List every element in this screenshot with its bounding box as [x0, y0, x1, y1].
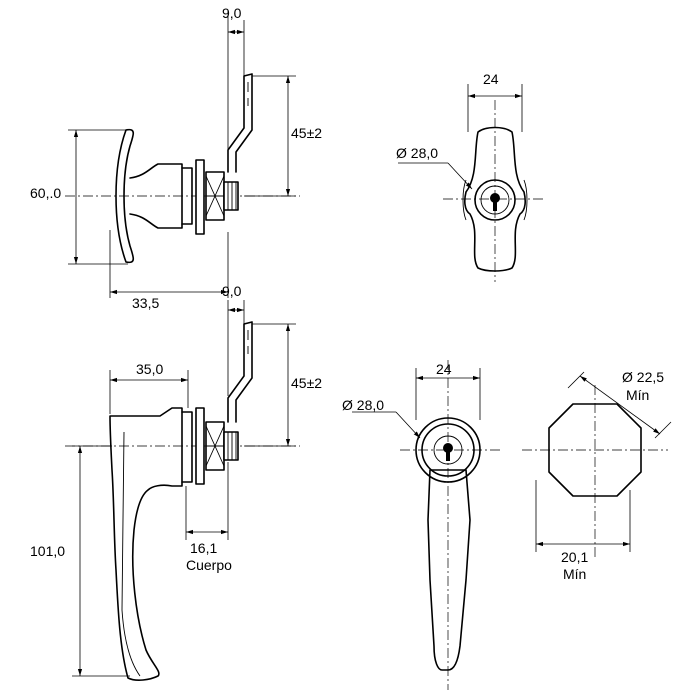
l-handle-front-view: 24 Ø 28,0 [342, 360, 500, 690]
top-gap-label: 9,0 [222, 5, 242, 21]
cutout-diameter-label: Ø 22,5 [622, 369, 664, 385]
bottom-gap-label: 9,0 [222, 283, 242, 299]
body-label: Cuerpo [186, 557, 232, 573]
cutout-width-label: 20,1 [561, 549, 588, 565]
bottom-reach-label: 35,0 [136, 361, 163, 377]
bottom-stroke-label: 45±2 [291, 375, 322, 391]
t-handle-side-view: 9,0 45±2 60,.0 33,5 [30, 5, 322, 311]
top-stroke-label: 45±2 [291, 125, 322, 141]
body-length-label: 16,1 [190, 540, 217, 556]
bottom-height-label: 101,0 [30, 543, 65, 559]
bottom-front-width-label: 24 [436, 361, 452, 377]
cutout-min-label-1: Mín [626, 387, 649, 403]
top-height-label: 60,.0 [30, 185, 61, 201]
l-handle-side-view: 9,0 45±2 35,0 101,0 16,1 Cuerpo [30, 283, 322, 681]
octagon-cutout-view: Ø 22,5 Mín 20,1 Mín [522, 369, 672, 582]
top-front-width-label: 24 [483, 71, 499, 87]
top-front-diameter-label: Ø 28,0 [396, 145, 438, 161]
bottom-front-diameter-label: Ø 28,0 [342, 397, 384, 413]
top-length-label: 33,5 [132, 295, 159, 311]
cutout-min-label-2: Mín [563, 566, 586, 582]
t-handle-front-view: 24 Ø 28,0 [396, 71, 545, 282]
